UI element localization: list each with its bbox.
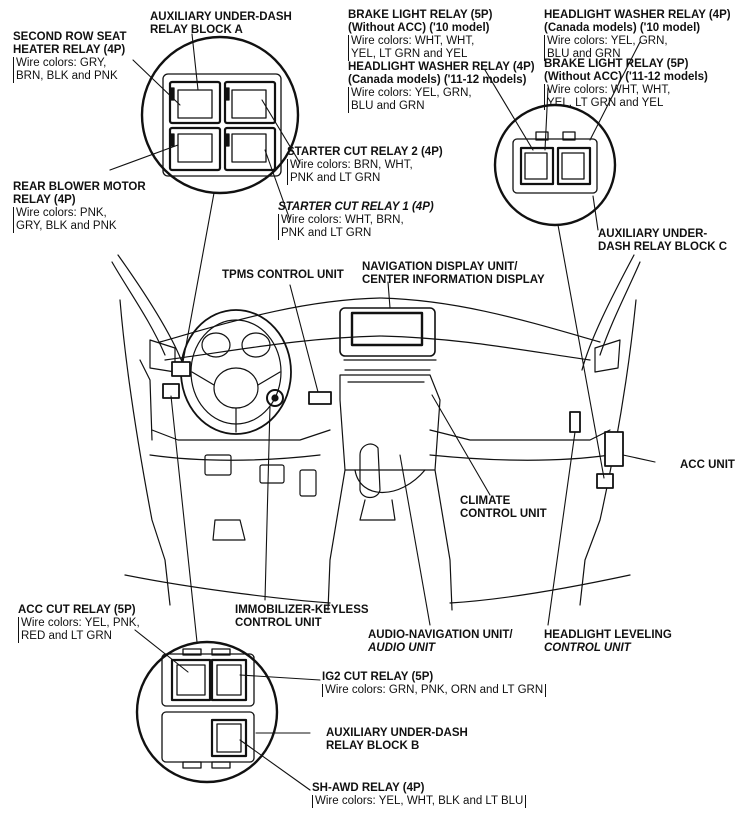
sh-awd-relay-shape <box>210 718 248 758</box>
sh-awd-relay-label: SH-AWD RELAY (4P) Wire colors: YEL, WHT,… <box>312 782 527 808</box>
audio-navigation-unit-label: AUDIO-NAVIGATION UNIT/ AUDIO UNIT <box>368 629 513 654</box>
relay-block-c-detail <box>493 103 617 227</box>
aux-relay-block-a-label: AUXILIARY UNDER-DASH RELAY BLOCK A <box>150 11 292 36</box>
leader-lines <box>109 33 656 791</box>
headlight-washer-relay-11-label: HEADLIGHT WASHER RELAY (4P) (Canada mode… <box>348 61 535 113</box>
seat-heater-relay-shape <box>168 80 222 125</box>
relay-block-a-circle <box>140 35 300 195</box>
navigation-display-label: NAVIGATION DISPLAY UNIT/ CENTER INFORMAT… <box>362 261 545 286</box>
brake-light-relay-10-label: BRAKE LIGHT RELAY (5P) (Without ACC) ('1… <box>348 9 493 61</box>
climate-control-unit-label: CLIMATE CONTROL UNIT <box>460 495 547 520</box>
aux-relay-block-c-label: AUXILIARY UNDER- DASH RELAY BLOCK C <box>598 228 728 253</box>
relay-block-a-housing <box>162 73 282 177</box>
headlight-washer-relay-shape <box>556 146 592 186</box>
vehicle-interior-drawing <box>111 254 641 611</box>
acc-unit-label: ACC UNIT <box>680 459 735 471</box>
rear-blower-relay-shape <box>168 126 222 172</box>
ig2-cut-relay-shape <box>210 658 248 702</box>
tpms-unit-shape <box>308 391 332 405</box>
starter-cut-relay-2-shape <box>223 80 277 125</box>
starter-cut-relay-2-label: STARTER CUT RELAY 2 (4P) Wire colors: BR… <box>287 146 443 185</box>
aux-relay-block-b-label: AUXILIARY UNDER-DASH RELAY BLOCK B <box>326 727 468 752</box>
leveling-unit-shape <box>569 411 581 433</box>
aux-block-a-location <box>171 361 191 377</box>
relay-block-b-detail <box>135 640 279 784</box>
brake-light-relay-shape <box>519 146 555 186</box>
acc-cut-relay-shape <box>170 658 212 702</box>
brake-light-relay-11-label: BRAKE LIGHT RELAY (5P) (Without ACC) ('1… <box>544 58 708 110</box>
seat-heater-relay-label: SECOND ROW SEAT HEATER RELAY (4P) Wire c… <box>13 31 127 83</box>
starter-cut-relay-1-shape <box>223 126 277 172</box>
ig2-cut-relay-label: IG2 CUT RELAY (5P) Wire colors: GRN, PNK… <box>322 671 547 697</box>
headlight-leveling-unit-label: HEADLIGHT LEVELING CONTROL UNIT <box>544 629 672 654</box>
starter-cut-relay-1-label: STARTER CUT RELAY 1 (4P) Wire colors: WH… <box>278 201 434 240</box>
ignition-key-shape <box>266 389 284 407</box>
acc-cut-relay-label: ACC CUT RELAY (5P) Wire colors: YEL, PNK… <box>18 604 140 643</box>
relay-block-b-circle <box>135 640 279 784</box>
navigation-display-shape <box>339 307 436 357</box>
headlight-washer-relay-10-label: HEADLIGHT WASHER RELAY (4P) (Canada mode… <box>544 9 731 61</box>
tpms-control-unit-label: TPMS CONTROL UNIT <box>222 269 344 281</box>
aux-block-c-location <box>596 473 614 489</box>
relay-block-c-circle <box>493 103 617 227</box>
immobilizer-control-unit-label: IMMOBILIZER-KEYLESS CONTROL UNIT <box>235 604 369 629</box>
rear-blower-relay-label: REAR BLOWER MOTOR RELAY (4P) Wire colors… <box>13 181 146 233</box>
relay-block-a-detail <box>140 35 300 195</box>
acc-unit-shape <box>604 431 624 467</box>
